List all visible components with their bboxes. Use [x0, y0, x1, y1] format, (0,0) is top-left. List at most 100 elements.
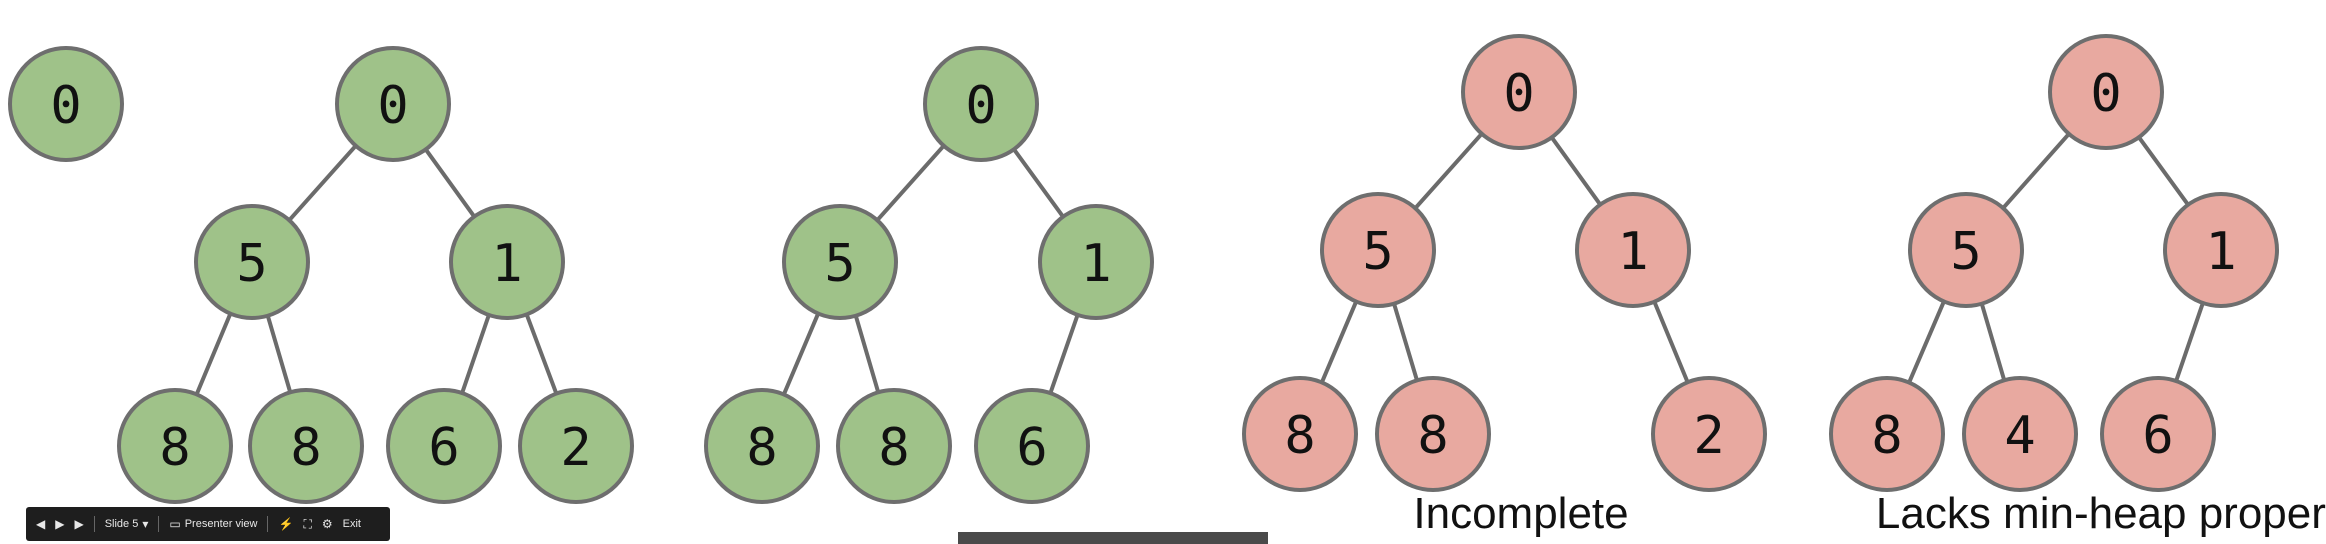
tree-edge: [524, 313, 559, 395]
node-circle: [974, 388, 1090, 504]
node-value: 5: [236, 234, 267, 294]
heap-node: 8: [704, 388, 820, 504]
tree-edge: [1907, 300, 1946, 384]
node-value: 1: [1080, 234, 1111, 294]
heap-node: 6: [974, 388, 1090, 504]
node-value: 6: [428, 418, 459, 478]
node-circle: [518, 388, 634, 504]
heap-node: 8: [1242, 376, 1358, 492]
exit-button[interactable]: Exit: [343, 518, 361, 530]
node-circle: [2163, 192, 2279, 308]
node-circle: [335, 46, 451, 162]
heap-node: 5: [194, 204, 310, 320]
node-circle: [194, 204, 310, 320]
tree-edge: [424, 148, 476, 218]
slide-selector[interactable]: Slide 5 ▾: [105, 518, 149, 530]
heap-node: 2: [518, 388, 634, 504]
node-circle: [1320, 192, 1436, 308]
tree-complete-tree-6: 0 5 1 8 8 6: [704, 46, 1154, 504]
node-circle: [2100, 376, 2216, 492]
next-icon: ▶: [74, 517, 84, 531]
node-circle: [1038, 204, 1154, 320]
presenter-view-label: Presenter view: [184, 518, 258, 530]
node-value: 0: [50, 76, 81, 136]
heap-node: 6: [386, 388, 502, 504]
node-value: 8: [290, 418, 321, 478]
tree-edge: [875, 144, 946, 222]
node-value: 5: [1362, 222, 1393, 282]
heap-node: 8: [1375, 376, 1491, 492]
tree-edge: [2001, 132, 2071, 210]
tree-single-node: 0: [8, 46, 124, 162]
tree-edge: [853, 315, 881, 393]
node-circle: [1575, 192, 1691, 308]
tree-edge: [1550, 136, 1602, 206]
node-circle: [1375, 376, 1491, 492]
heap-node: 5: [782, 204, 898, 320]
node-circle: [1651, 376, 1767, 492]
tree-edge: [1979, 303, 2007, 381]
play-button[interactable]: ▶: [55, 518, 64, 530]
tree-caption: Lacks min-heap property: [1876, 489, 2326, 538]
monitor-icon: ▭: [169, 517, 181, 531]
heap-node: 6: [2100, 376, 2216, 492]
laser-pointer-button[interactable]: ⚡: [278, 518, 293, 530]
toolbar-divider: [158, 516, 160, 532]
node-value: 8: [1871, 406, 1902, 466]
tree-edge: [2174, 302, 2205, 382]
tree-edge: [2137, 136, 2190, 206]
node-value: 8: [746, 418, 777, 478]
heap-node: 0: [1461, 34, 1577, 150]
node-circle: [386, 388, 502, 504]
heap-node: 8: [836, 388, 952, 504]
heap-node: 5: [1320, 192, 1436, 308]
tree-edge: [1320, 300, 1358, 384]
node-value: 8: [878, 418, 909, 478]
node-value: 5: [824, 234, 855, 294]
node-value: 0: [377, 76, 408, 136]
node-value: 5: [1950, 222, 1981, 282]
settings-button[interactable]: ⚙: [322, 518, 333, 530]
exit-label: Exit: [342, 518, 361, 530]
heap-node: 1: [449, 204, 565, 320]
presenter-view-button[interactable]: ▭ Presenter view: [169, 518, 257, 530]
fullscreen-button[interactable]: ⛶: [303, 518, 311, 530]
heap-node: 8: [117, 388, 233, 504]
heap-node: 1: [1038, 204, 1154, 320]
node-value: 2: [1693, 406, 1724, 466]
node-circle: [1461, 34, 1577, 150]
chevron-down-icon: ▾: [142, 517, 149, 531]
presenter-toolbar: ◀ ▶ ▶ Slide 5 ▾ ▭ Presenter view ⚡ ⛶ ⚙ E…: [26, 507, 390, 541]
toolbar-divider: [93, 516, 95, 532]
heap-node: 5: [1908, 192, 2024, 308]
tree-edge: [1012, 148, 1065, 218]
tree-edge: [194, 312, 233, 396]
node-value: 0: [2090, 64, 2121, 124]
slide-label: Slide 5: [104, 518, 139, 530]
node-value: 0: [965, 76, 996, 136]
next-slide-button[interactable]: ▶: [74, 518, 83, 530]
node-value: 8: [1417, 406, 1448, 466]
node-value: 6: [2142, 406, 2173, 466]
heap-node: 0: [335, 46, 451, 162]
tree-edge: [460, 314, 491, 394]
node-value: 1: [2205, 222, 2236, 282]
node-circle: [8, 46, 124, 162]
tree-edge: [1048, 314, 1080, 394]
node-value: 2: [560, 418, 591, 478]
previous-icon: ◀: [36, 517, 46, 531]
scrollbar[interactable]: [958, 532, 1268, 544]
tree-edge: [1652, 300, 1690, 384]
heap-node: 1: [1575, 192, 1691, 308]
node-value: 1: [491, 234, 522, 294]
previous-slide-button[interactable]: ◀: [36, 518, 45, 530]
node-circle: [248, 388, 364, 504]
tree-edge: [1413, 132, 1484, 210]
node-circle: [1908, 192, 2024, 308]
heap-node: 8: [248, 388, 364, 504]
node-circle: [923, 46, 1039, 162]
node-circle: [1962, 376, 2078, 492]
